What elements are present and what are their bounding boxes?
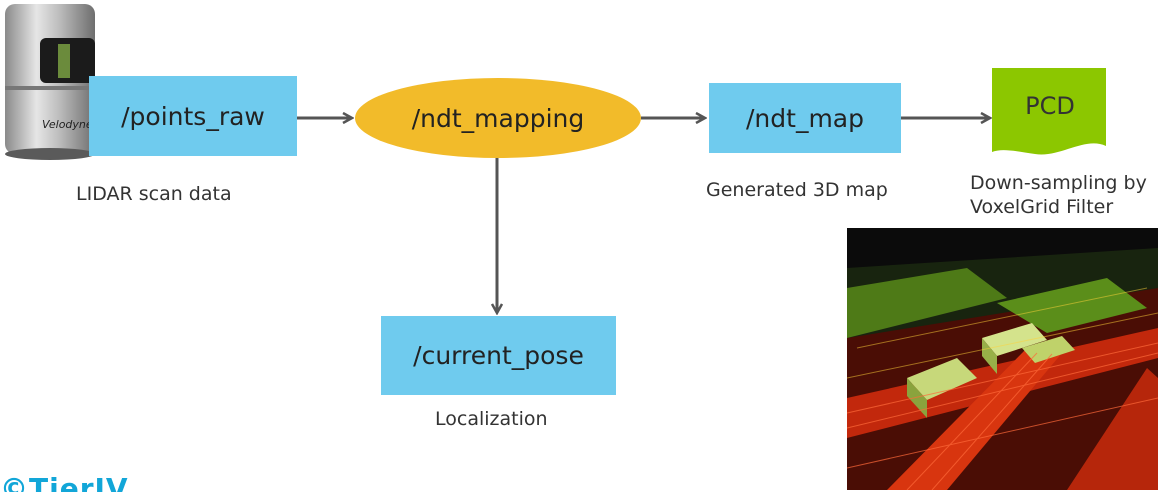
points-raw-label: /points_raw <box>121 101 265 131</box>
point-cloud-map-image <box>847 228 1158 490</box>
current-pose-topic-box: /current_pose <box>381 316 616 395</box>
ndt-map-label: /ndt_map <box>746 103 864 133</box>
downsampling-caption-line1: Down-sampling by <box>970 172 1147 194</box>
localization-caption: Localization <box>435 408 548 430</box>
ndt-mapping-node: /ndt_mapping <box>355 78 641 158</box>
pcd-document-icon <box>992 68 1106 155</box>
lidar-sensor-image <box>5 4 95 160</box>
ndt-mapping-label: /ndt_mapping <box>411 103 585 133</box>
lidar-caption: LIDAR scan data <box>76 183 232 205</box>
ndt-map-topic-box: /ndt_map <box>709 83 901 153</box>
footer-logo: ©TierIV <box>0 474 129 492</box>
current-pose-label: /current_pose <box>413 341 584 370</box>
points-raw-topic-box: /points_raw <box>89 76 297 156</box>
map-caption: Generated 3D map <box>706 179 888 201</box>
lidar-brand-text: Velodyne <box>42 118 93 131</box>
pcd-label: PCD <box>1025 92 1075 120</box>
downsampling-caption-line2: VoxelGrid Filter <box>970 196 1114 218</box>
